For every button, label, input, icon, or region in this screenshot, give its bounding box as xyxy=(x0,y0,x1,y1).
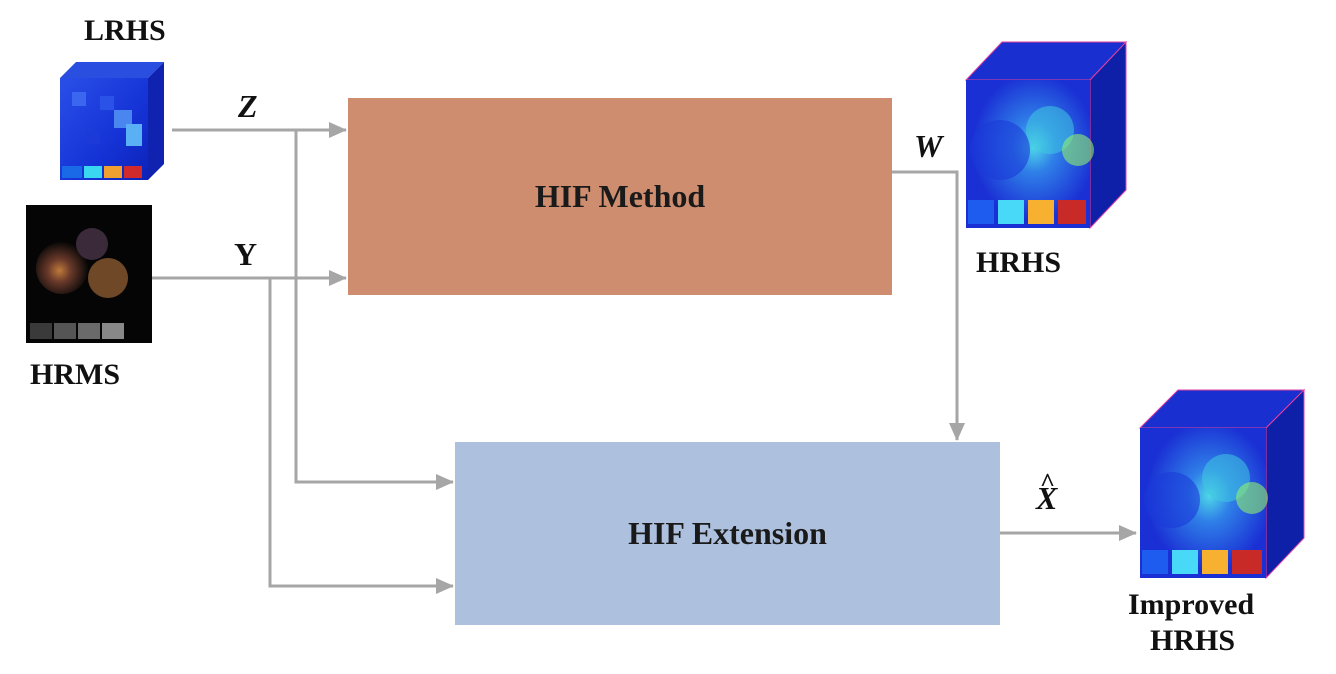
x-hat-variable: X ^ xyxy=(1036,468,1058,517)
w-variable: W xyxy=(914,128,943,164)
z-branch-arrow xyxy=(294,130,454,490)
hrms-image xyxy=(26,205,152,343)
hat-mark: ^ xyxy=(1040,468,1056,497)
z-variable: Z xyxy=(238,88,258,124)
improved-hrhs-cube-image xyxy=(1138,388,1306,580)
hrhs-cube-image xyxy=(964,40,1128,230)
x-hat-letter: X xyxy=(1036,480,1058,516)
hif-extension-label: HIF Extension xyxy=(628,515,827,551)
hrms-label: HRMS xyxy=(30,358,120,391)
improved-label-line2: HRHS xyxy=(1150,624,1236,657)
hif-extension-box: HIF Extension xyxy=(455,442,1000,625)
hif-method-box: HIF Method xyxy=(348,98,892,295)
hif-method-label: HIF Method xyxy=(534,178,706,214)
hrhs-label: HRHS xyxy=(976,246,1062,279)
lrhs-label: LRHS xyxy=(84,14,166,47)
y-variable: Y xyxy=(234,236,258,272)
improved-label-line1: Improved xyxy=(1128,588,1255,621)
w-arrow xyxy=(892,170,965,441)
y-branch-arrow xyxy=(268,278,454,594)
lrhs-cube-image xyxy=(60,62,164,180)
